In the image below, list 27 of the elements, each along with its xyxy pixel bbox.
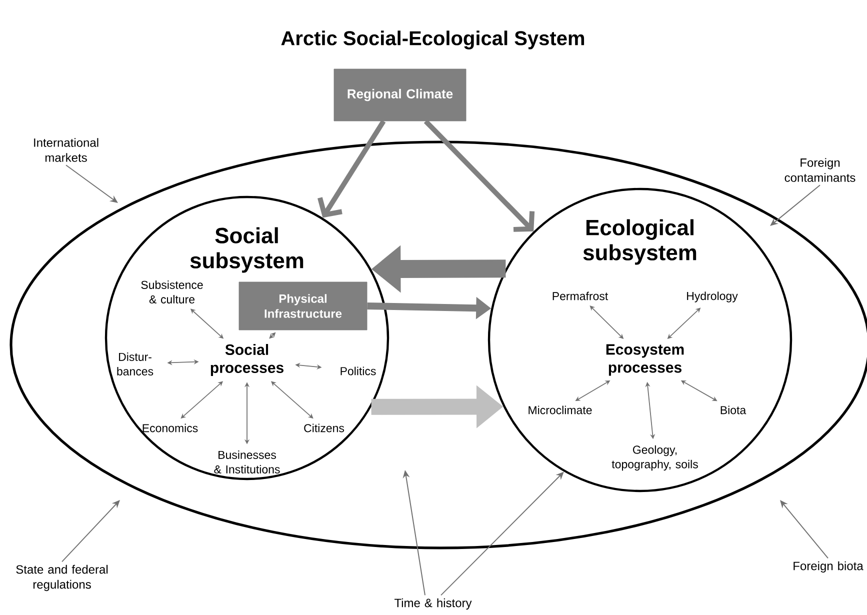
text-label: Permafrost xyxy=(552,292,608,300)
text-label: Microclimate xyxy=(528,406,592,414)
title: Arctic Social-Ecological System xyxy=(281,30,584,50)
text-label: Citizens xyxy=(304,424,344,432)
text-label: Subsistence & culture xyxy=(141,280,203,304)
subsystem-title: Ecological subsystem xyxy=(583,219,696,265)
block-arrow xyxy=(318,120,386,218)
subsystem-title: Social subsystem xyxy=(190,227,304,273)
text-label: Biota xyxy=(720,406,746,414)
text-label: Foreign biota xyxy=(794,561,864,573)
text-label: Politics xyxy=(340,366,376,376)
text-label: Distur- bances xyxy=(117,352,154,376)
process-box: Regional Climate xyxy=(334,68,466,122)
text-label: State and federal regulations xyxy=(16,564,108,592)
text-label: International markets xyxy=(34,138,98,162)
text-label: Time & history xyxy=(394,598,472,610)
arrow xyxy=(770,184,820,226)
text-label: Foreign contaminants xyxy=(784,158,856,182)
block-arrow xyxy=(424,119,535,232)
process-label: Social processes xyxy=(210,344,284,376)
text-label: Businesses & Institutions xyxy=(214,450,280,474)
process-label: Ecosystem processes xyxy=(606,344,684,376)
arrow xyxy=(62,500,120,562)
text-label: Economics xyxy=(142,424,198,432)
text-label: Hydrology xyxy=(687,292,738,302)
text-label: Geology, topography, soils xyxy=(612,445,698,471)
process-box: Physical Infrastructure xyxy=(238,282,368,330)
